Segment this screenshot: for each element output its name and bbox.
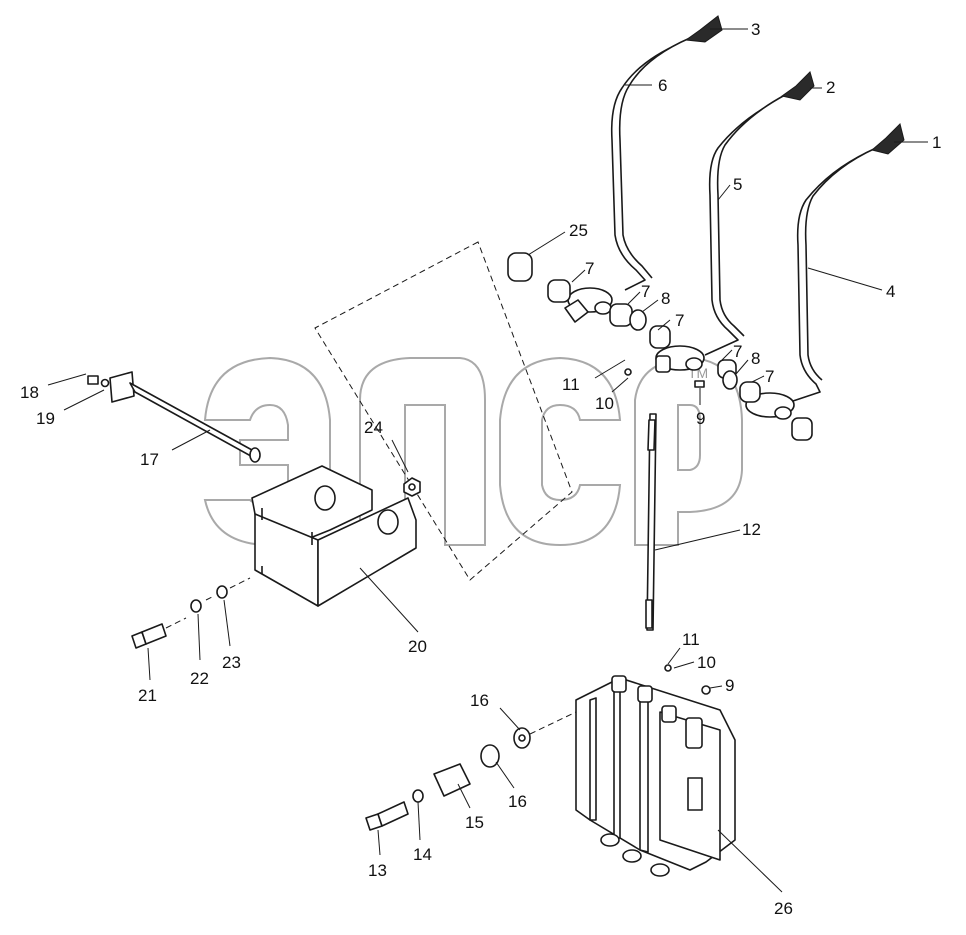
callout-19: 19: [36, 409, 55, 428]
callout-26: 26: [774, 899, 793, 918]
watermark-letter-l: [359, 357, 486, 546]
knob-2-icon: [780, 71, 815, 101]
shaft-17: [87, 371, 261, 463]
lever-assembly-1: [745, 123, 905, 441]
callout-13: 13: [368, 861, 387, 880]
lever-assembly-2: [655, 71, 815, 373]
callout-8a: 8: [661, 289, 670, 308]
callout-24: 24: [364, 418, 383, 437]
callout-11b: 11: [682, 630, 700, 649]
control-valve-26: [575, 664, 736, 877]
callout-7e: 7: [765, 367, 774, 386]
callout-8b: 8: [751, 349, 760, 368]
callout-labels: 3 2 1 6 5 4 25 7 7 8 7 7 8 7 11 10 9 12 …: [20, 20, 941, 918]
callout-6: 6: [658, 76, 667, 95]
callout-1: 1: [932, 133, 941, 152]
callout-3: 3: [751, 20, 760, 39]
callout-25: 25: [569, 221, 588, 240]
callout-7b: 7: [641, 282, 650, 301]
link-rod-12: [645, 413, 657, 631]
callout-7a: 7: [585, 259, 594, 278]
callout-18: 18: [20, 383, 39, 402]
callout-10a: 10: [595, 394, 614, 413]
callout-14: 14: [413, 845, 432, 864]
callout-11a: 11: [562, 375, 580, 394]
callout-15: 15: [465, 813, 484, 832]
nut-24: [403, 477, 421, 497]
callout-17: 17: [140, 450, 159, 469]
callout-22: 22: [190, 669, 209, 688]
callout-23: 23: [222, 653, 241, 672]
callout-12: 12: [742, 520, 761, 539]
leader-lines: [47, 28, 928, 893]
bushings: [507, 252, 761, 403]
knob-1-icon: [870, 123, 905, 155]
callout-5: 5: [733, 175, 742, 194]
bolt-13-set: [365, 711, 577, 831]
callout-4: 4: [886, 282, 895, 301]
callout-9b: 9: [725, 676, 734, 695]
watermark-letter-s: [499, 356, 622, 547]
callout-7c: 7: [675, 311, 684, 330]
watermark-letter-e: [203, 356, 331, 547]
lever-assembly-3: [564, 15, 723, 323]
knob-3-icon: [684, 15, 723, 43]
bolt-21-set: [131, 577, 251, 649]
callout-2: 2: [826, 78, 835, 97]
callout-20: 20: [408, 637, 427, 656]
callout-7d: 7: [733, 342, 742, 361]
panel-outline: [314, 241, 573, 581]
callout-21: 21: [138, 686, 157, 705]
bracket-20: [251, 465, 417, 607]
callout-10b: 10: [697, 653, 716, 672]
callout-16b: 16: [508, 792, 527, 811]
callout-9a: 9: [696, 409, 705, 428]
callout-16a: 16: [470, 691, 489, 710]
